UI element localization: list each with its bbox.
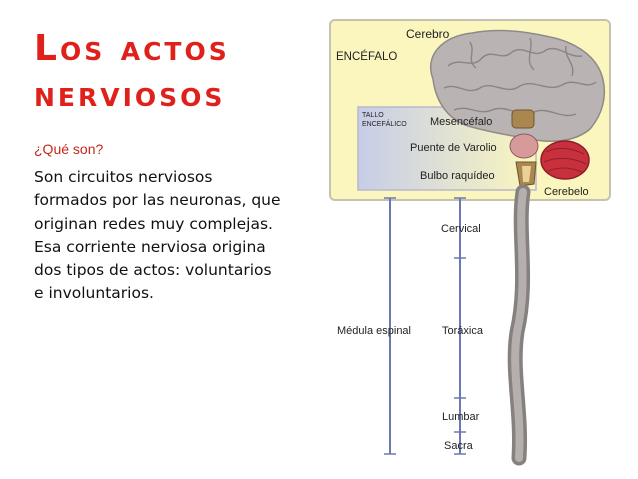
nervous-system-diagram: Cerebro ENCÉFALO TALLO ENCEFÁLICO Mesenc…	[329, 19, 611, 466]
region-ticks	[454, 197, 466, 455]
label-toraxica: Toráxica	[442, 325, 484, 337]
puente-varolio-shape	[509, 133, 539, 159]
label-tallo-2: ENCEFÁLICO	[362, 119, 407, 128]
label-bulbo-raquideo: Bulbo raquídeo	[420, 170, 495, 182]
mesencefalo-shape	[511, 109, 535, 129]
cerebelo-folds	[543, 147, 587, 173]
label-encefalo: ENCÉFALO	[336, 50, 397, 63]
slide-title: Los actos nerviosos	[34, 26, 284, 118]
label-sacra: Sacra	[444, 440, 474, 452]
label-puente-varolio: Puente de Varolio	[410, 142, 497, 154]
title-line-1: Los actos	[34, 28, 230, 69]
label-cerebro: Cerebro	[406, 27, 450, 41]
label-medula-espinal: Médula espinal	[337, 325, 411, 337]
label-cervical: Cervical	[441, 223, 481, 235]
label-cerebelo: Cerebelo	[544, 186, 589, 198]
cerebro-shape	[429, 29, 606, 142]
label-tallo-1: TALLO	[362, 112, 384, 119]
medula-espinal-center	[511, 188, 527, 462]
label-lumbar: Lumbar	[442, 411, 480, 423]
bulbo-raquideo-inner	[522, 166, 531, 182]
slide-body-text: Son circuitos nerviosos formados por las…	[34, 168, 281, 303]
label-mesencefalo: Mesencéfalo	[430, 116, 492, 128]
title-line-2: nerviosos	[34, 74, 226, 115]
slide-subtitle: ¿Qué son?	[34, 141, 104, 157]
